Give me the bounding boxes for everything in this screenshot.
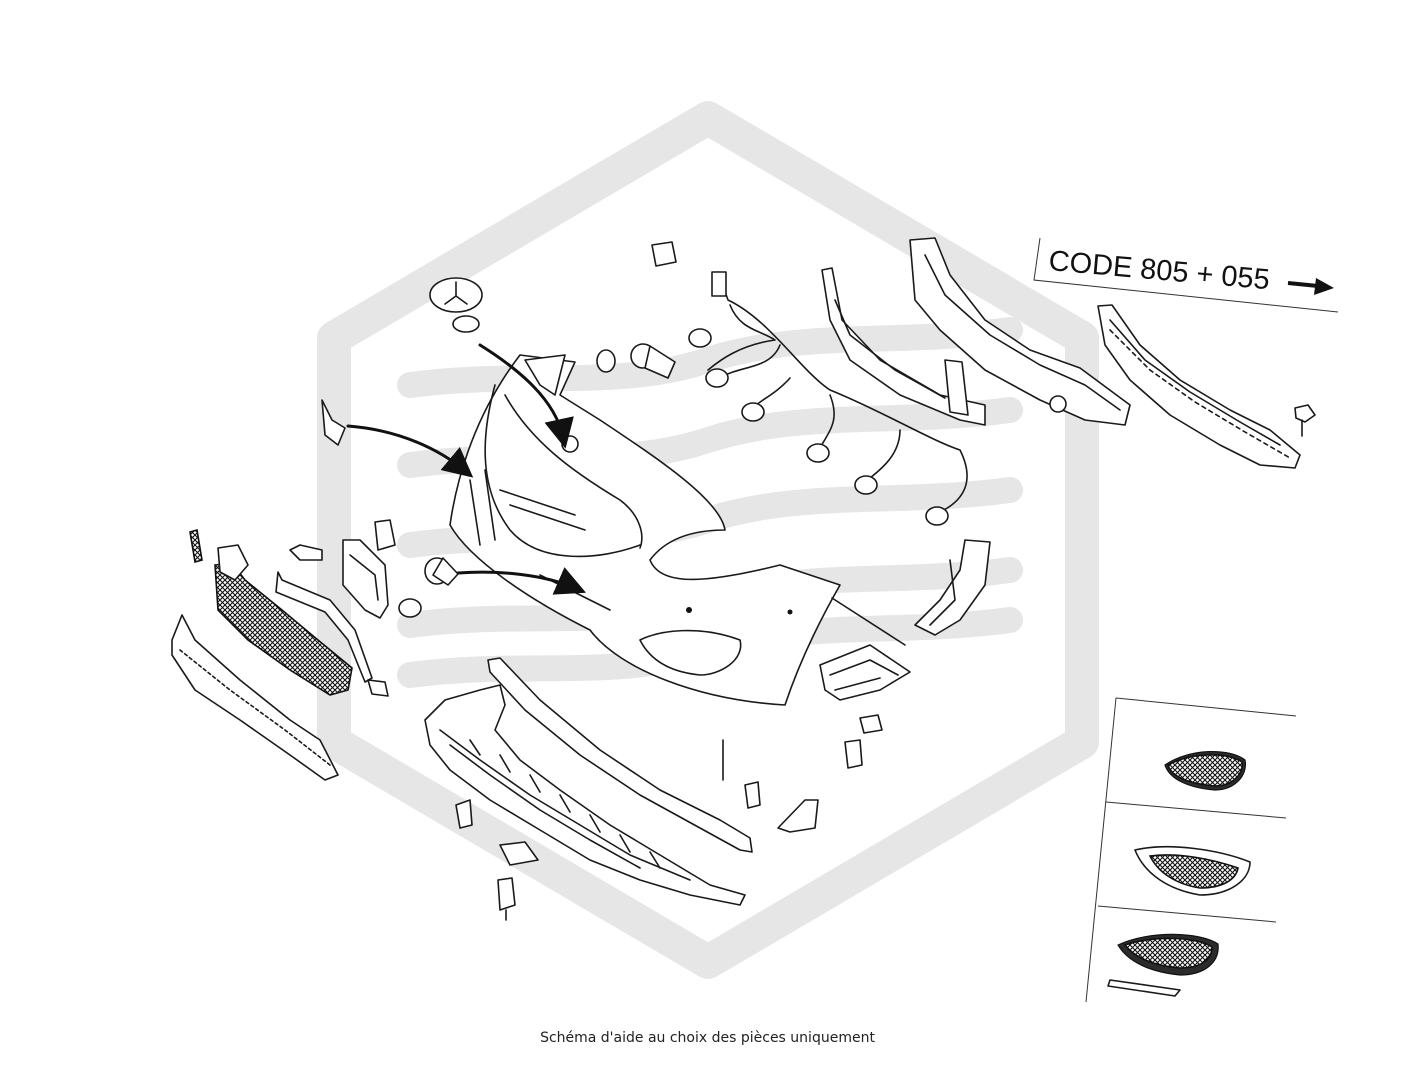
fog-light-cover-gloss xyxy=(1107,933,1219,997)
caption: Schéma d'aide au choix des pièces unique… xyxy=(540,1030,875,1046)
pointer-arrows xyxy=(346,343,587,595)
bumper-reinforcement xyxy=(909,237,1131,426)
license-plate-bracket xyxy=(342,539,389,619)
fog-light-cover-mesh xyxy=(1164,751,1246,791)
right-side-bracket xyxy=(914,539,991,636)
lower-mesh-grille xyxy=(214,544,353,696)
left-fasteners xyxy=(289,519,422,618)
bumper-cover xyxy=(449,354,841,706)
chrome-grille-strip xyxy=(1097,304,1316,469)
fog-light-cover-chrome xyxy=(1134,845,1251,896)
wiring-harness xyxy=(688,271,968,526)
right-arrow-icon xyxy=(1287,278,1334,295)
right-lower-bracket xyxy=(819,597,911,701)
parking-sensor-group xyxy=(424,343,676,586)
side-bracket xyxy=(321,354,566,446)
lower-diffuser xyxy=(424,684,746,906)
lower-fasteners xyxy=(455,714,883,921)
upper-bracket xyxy=(821,267,986,426)
code-label: CODE 805 + 055 xyxy=(1047,245,1271,296)
left-trim-bar xyxy=(275,571,389,697)
long-trim-strip xyxy=(487,657,753,853)
code-label-group: CODE 805 + 055 xyxy=(1033,237,1339,313)
variant-inset-panel xyxy=(1085,697,1297,1003)
top-clip xyxy=(651,241,677,267)
small-mesh-insert xyxy=(189,528,203,564)
lower-trim-strip xyxy=(171,614,339,781)
emblem xyxy=(429,277,483,333)
